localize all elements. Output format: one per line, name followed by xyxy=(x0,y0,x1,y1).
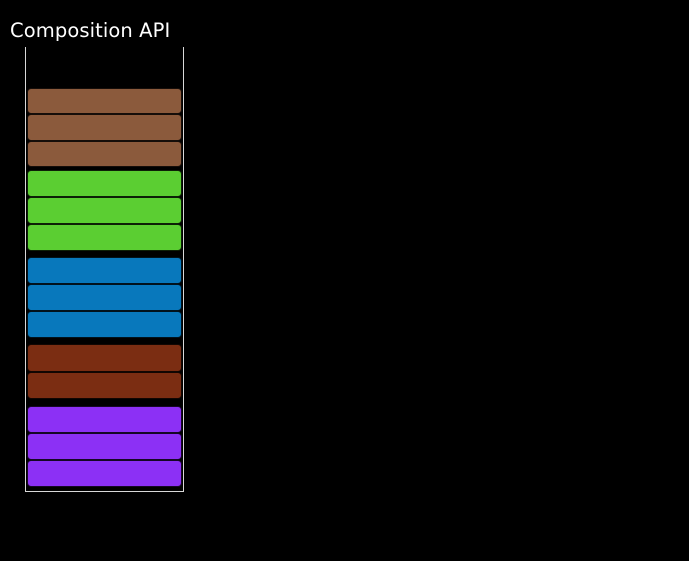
bar-chart-container xyxy=(25,47,184,492)
bar-4-2[interactable] xyxy=(27,371,182,399)
bar-group-5 xyxy=(27,406,182,487)
bar-5-3[interactable] xyxy=(27,460,182,487)
bar-1-2[interactable] xyxy=(27,114,182,141)
bar-group-3 xyxy=(27,257,182,338)
bar-3-1[interactable] xyxy=(27,257,182,284)
bar-5-1[interactable] xyxy=(27,406,182,433)
bar-5-2[interactable] xyxy=(27,433,182,460)
bar-group-stack xyxy=(26,47,183,491)
bar-group-4 xyxy=(27,344,182,399)
bar-group-2 xyxy=(27,170,182,251)
bar-4-1[interactable] xyxy=(27,344,182,372)
bar-2-2[interactable] xyxy=(27,197,182,224)
bar-1-1[interactable] xyxy=(27,88,182,115)
bar-3-3[interactable] xyxy=(27,311,182,338)
page-title: Composition API xyxy=(10,19,171,42)
bar-3-2[interactable] xyxy=(27,284,182,311)
bar-2-1[interactable] xyxy=(27,170,182,197)
bar-group-1 xyxy=(27,88,182,167)
bar-2-3[interactable] xyxy=(27,224,182,251)
bar-1-3[interactable] xyxy=(27,140,182,167)
